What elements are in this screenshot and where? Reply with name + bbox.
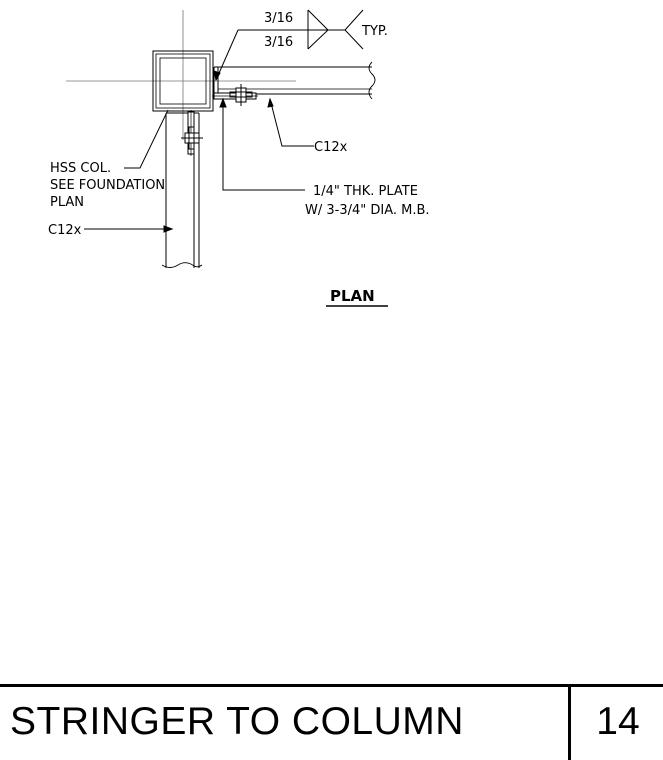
weld-size-top: 3/16	[264, 11, 293, 26]
weld-size-bottom: 3/16	[264, 35, 293, 50]
leader-hss-column	[124, 109, 169, 169]
channel-label-right: C12x	[314, 140, 348, 155]
plate-note-line1: 1/4" THK. PLATE	[313, 184, 418, 199]
connection-plate-horizontal	[212, 92, 258, 100]
view-label-plan: PLAN	[330, 287, 375, 305]
bolt-horizontal	[229, 84, 253, 106]
leader-plate	[219, 97, 305, 191]
weld-symbol	[213, 9, 364, 82]
leader-channel-left	[84, 225, 174, 233]
title-block	[0, 684, 663, 760]
plate-note-line2: W/ 3-3/4" DIA. M.B.	[305, 203, 430, 218]
sheet-number: 14	[596, 700, 640, 743]
column-note-line2: SEE FOUNDATION	[50, 178, 165, 193]
weld-note-typ: TYP.	[361, 24, 388, 39]
column-centerlines	[66, 10, 296, 140]
column-note-line3: PLAN	[50, 195, 84, 210]
hss-column	[152, 50, 214, 112]
sheet-title: STRINGER TO COLUMN	[10, 700, 464, 743]
leader-channel-right	[267, 97, 314, 147]
channel-label-left: C12x	[48, 223, 82, 238]
bolt-vertical	[181, 126, 203, 150]
title-block-divider	[568, 684, 571, 760]
column-note-line1: HSS COL.	[50, 161, 111, 176]
